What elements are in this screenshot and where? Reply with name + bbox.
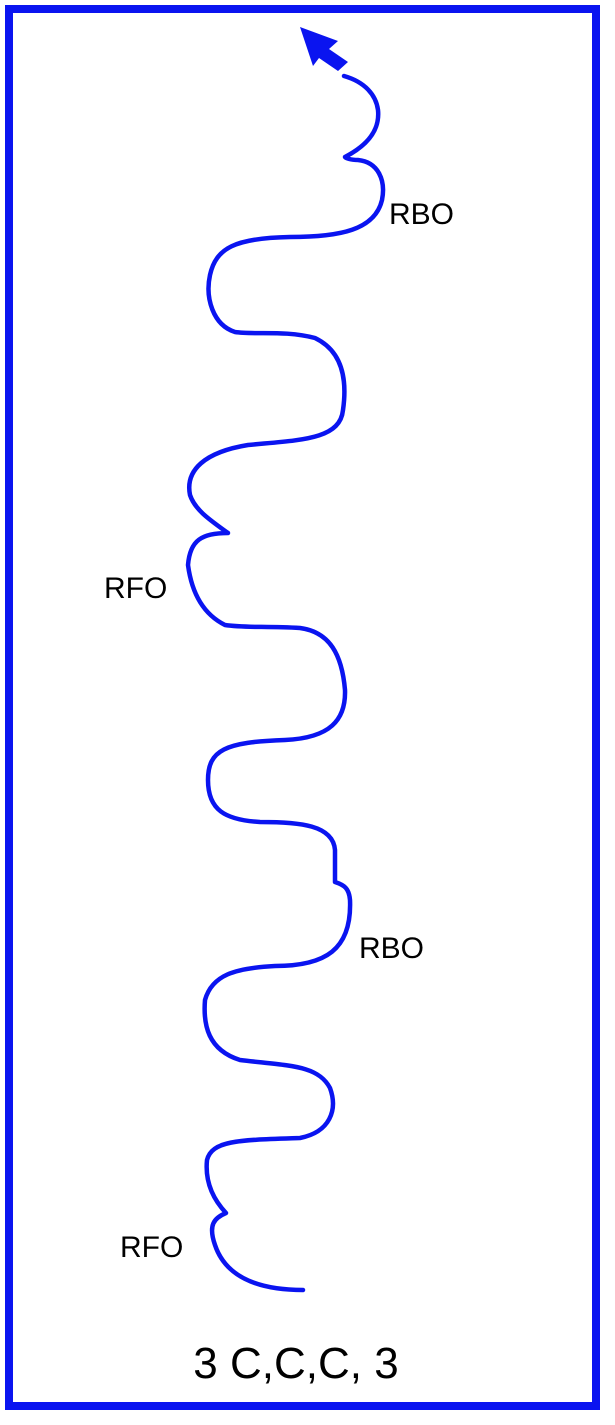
pattern-caption: 3 C,C,C, 3: [193, 1339, 398, 1388]
label-rfo-bottom: RFO: [120, 1231, 183, 1264]
label-rbo-top: RBO: [389, 198, 454, 231]
skating-trace-path: [185, 73, 386, 1293]
diagram-frame: [5, 5, 600, 1410]
label-rbo-lower: RBO: [359, 932, 424, 965]
label-rfo-upper: RFO: [104, 572, 167, 605]
arrow-head-icon: [300, 27, 348, 71]
